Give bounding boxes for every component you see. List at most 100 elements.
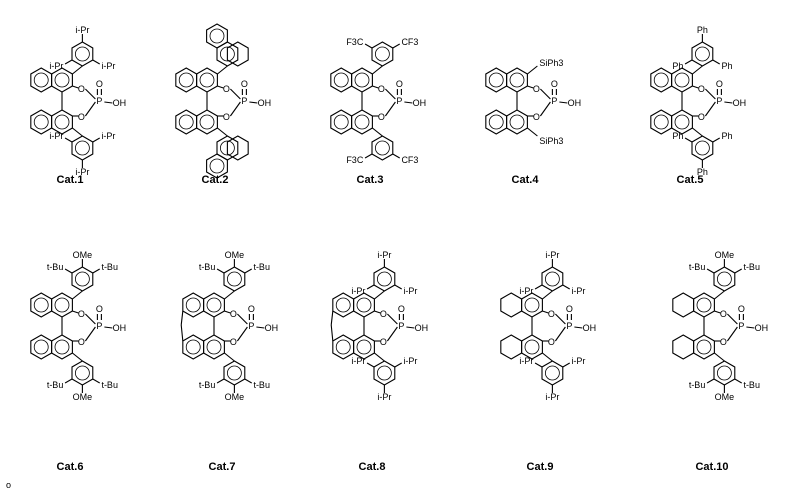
upper-o1-substituent: i-Pr bbox=[519, 286, 533, 296]
lower-m1-substituent: t-Bu bbox=[199, 380, 216, 390]
upper-inner-ring-aromatic-ring bbox=[696, 297, 712, 313]
ring-oxygen-lower: O bbox=[78, 337, 85, 347]
p-oh-bond bbox=[406, 326, 415, 329]
phosphoryl-oxygen: O bbox=[241, 79, 248, 89]
lower-m1-bond bbox=[216, 378, 225, 384]
hydroxyl: OH bbox=[583, 323, 597, 333]
upper-inner-ring-aromatic-ring bbox=[674, 72, 690, 88]
lower-outer-ring bbox=[30, 109, 53, 135]
lower-outer-ring bbox=[330, 109, 353, 135]
ring-oxygen-upper: O bbox=[223, 84, 230, 94]
lower-o1-substituent: Ph bbox=[672, 131, 683, 141]
lower-m2-substituent: t-Bu bbox=[743, 380, 760, 390]
lower-anthracene-ring-center-aromatic-ring bbox=[219, 140, 235, 156]
o-p-bond-upper bbox=[237, 313, 248, 325]
upper-aryl-bond bbox=[374, 290, 385, 300]
upper-p-substituent: i-Pr bbox=[377, 250, 391, 260]
lower-inner-ring-aromatic-ring bbox=[356, 339, 372, 355]
ring-oxygen-upper: O bbox=[548, 309, 555, 319]
upper-outer-ring-aromatic-ring bbox=[335, 297, 351, 313]
o-p-bond-upper bbox=[230, 88, 241, 100]
c-o-bond-upper bbox=[72, 85, 79, 89]
upper-outer-ring-aromatic-ring bbox=[333, 72, 349, 88]
upper-p-substituent: i-Pr bbox=[75, 25, 89, 35]
upper-aryl-bond bbox=[542, 290, 553, 300]
upper-m2-substituent: t-Bu bbox=[101, 262, 118, 272]
upper-m1-bond bbox=[64, 268, 73, 274]
upper-anthracene-ring-b bbox=[226, 41, 249, 67]
upper-m2-bond bbox=[92, 268, 100, 274]
p-oh-bond bbox=[104, 326, 113, 329]
upper-outer-ring bbox=[182, 292, 205, 318]
lower-aryl-ring bbox=[371, 135, 394, 161]
lower-o1-bond bbox=[534, 362, 543, 368]
lower-aryl-ring-aromatic-ring bbox=[694, 140, 710, 156]
upper-outer-ring-aromatic-ring bbox=[33, 72, 49, 88]
o-p-bond-lower bbox=[539, 101, 551, 117]
spiro-bridge-upper bbox=[180, 310, 184, 326]
upper-outer-ring bbox=[485, 67, 508, 93]
lower-o1-bond bbox=[366, 362, 375, 368]
upper-aryl-bond bbox=[372, 65, 383, 75]
lower-outer-ring-aromatic-ring bbox=[185, 339, 201, 355]
ring-oxygen-upper: O bbox=[230, 309, 237, 319]
lower-inner-ring-aromatic-ring bbox=[509, 114, 525, 130]
lower-outer-ring-aromatic-ring bbox=[335, 339, 351, 355]
lower-aryl-ring-aromatic-ring bbox=[226, 365, 242, 381]
lower-aryl-ring-aromatic-ring bbox=[544, 365, 560, 381]
upper-inner-ring-aromatic-ring bbox=[54, 297, 70, 313]
lower-aryl-bond bbox=[542, 352, 553, 362]
lower-p-substituent: OMe bbox=[73, 392, 93, 402]
lower-aryl-bond bbox=[224, 352, 235, 362]
lower-outer-ring bbox=[672, 334, 695, 360]
phosphorus: P bbox=[248, 321, 254, 331]
lower-o2-bond bbox=[562, 362, 570, 368]
o-p-bond-lower bbox=[84, 326, 96, 342]
p-oh-bond bbox=[104, 101, 113, 104]
ring-oxygen-upper: O bbox=[720, 309, 727, 319]
phosphoryl-oxygen: O bbox=[738, 304, 745, 314]
lower-m2-bond bbox=[392, 153, 400, 159]
lower-m1-bond bbox=[364, 153, 373, 159]
lower-o2-substituent: i-Pr bbox=[101, 131, 115, 141]
lower-o2-substituent: i-Pr bbox=[571, 356, 585, 366]
catalyst-label: Cat.7 bbox=[209, 461, 236, 473]
p-oh-bond bbox=[746, 326, 755, 329]
hydroxyl: OH bbox=[113, 323, 127, 333]
lower-aryl-ring-aromatic-ring bbox=[74, 140, 90, 156]
hydroxyl: OH bbox=[415, 323, 429, 333]
upper-aryl-bond bbox=[72, 290, 83, 300]
ring-oxygen-upper: O bbox=[533, 84, 540, 94]
catalyst-label: Cat.3 bbox=[357, 174, 384, 186]
catalyst-label: Cat.6 bbox=[57, 461, 84, 473]
phosphorus: P bbox=[96, 321, 102, 331]
upper-o1-substituent: Ph bbox=[672, 61, 683, 71]
upper-outer-ring bbox=[30, 292, 53, 318]
upper-p-substituent: OMe bbox=[225, 250, 245, 260]
lower-m1-substituent: t-Bu bbox=[689, 380, 706, 390]
phosphoryl-oxygen: O bbox=[396, 79, 403, 89]
lower-outer-ring-aromatic-ring bbox=[33, 339, 49, 355]
ring-oxygen-lower: O bbox=[78, 112, 85, 122]
ring-oxygen-lower: O bbox=[698, 112, 705, 122]
lower-p-substituent: OMe bbox=[715, 392, 735, 402]
upper-inner-ring-aromatic-ring bbox=[524, 297, 540, 313]
upper-outer-ring bbox=[500, 292, 523, 318]
lower-p-substituent: Ph bbox=[697, 167, 708, 177]
phosphorus: P bbox=[96, 96, 102, 106]
ring-oxygen-upper: O bbox=[698, 84, 705, 94]
upper-aryl-ring-aromatic-ring bbox=[226, 271, 242, 287]
upper-o1-bond bbox=[684, 59, 693, 65]
ring-oxygen-lower: O bbox=[223, 112, 230, 122]
upper-anthracene-ring-center-aromatic-ring bbox=[219, 46, 235, 62]
hydroxyl: OH bbox=[733, 98, 747, 108]
upper-aryl-ring bbox=[373, 266, 396, 292]
upper-outer-ring bbox=[650, 67, 673, 93]
o-p-bond-lower bbox=[704, 101, 716, 117]
